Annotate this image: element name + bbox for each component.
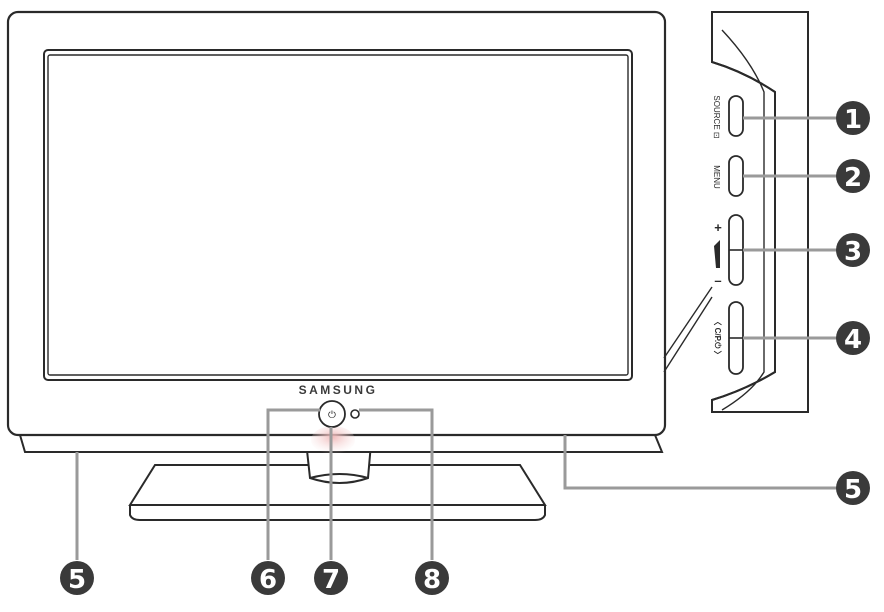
power-glow	[311, 426, 355, 454]
source-button[interactable]	[728, 95, 744, 137]
svg-text:3: 3	[844, 237, 862, 267]
channel-label: 〈 C/P.⏻ 〉	[713, 317, 723, 358]
callout-5-right: 5	[836, 471, 870, 505]
side-panel	[711, 11, 809, 413]
svg-text:8: 8	[423, 565, 441, 595]
callout-8: 8	[415, 561, 449, 595]
callout-1: 1	[836, 101, 870, 135]
source-label: SOURCE ⊡	[712, 95, 721, 138]
svg-text:1: 1	[844, 105, 862, 135]
channel-rocker[interactable]	[728, 301, 744, 375]
svg-text:5: 5	[68, 565, 86, 595]
svg-text:5: 5	[844, 475, 862, 505]
leader-lines	[75, 116, 840, 560]
svg-text:2: 2	[844, 163, 862, 193]
menu-label: MENU	[712, 165, 721, 189]
callout-2: 2	[836, 159, 870, 193]
volume-minus-label: –	[714, 273, 721, 288]
volume-plus-label: +	[714, 220, 722, 235]
callout-3: 3	[836, 233, 870, 267]
tv-screen	[47, 54, 629, 376]
power-indicator-led	[350, 409, 360, 419]
svg-text:6: 6	[259, 565, 277, 595]
menu-button[interactable]	[728, 155, 744, 197]
power-button[interactable]: ⏻	[318, 400, 346, 428]
callout-4: 4	[836, 321, 870, 355]
callout-5-left: 5	[60, 561, 94, 595]
power-icon: ⏻	[328, 410, 336, 421]
volume-rocker[interactable]	[728, 214, 744, 286]
callout-6: 6	[251, 561, 285, 595]
zoom-guide-lines	[663, 286, 713, 373]
svg-text:4: 4	[844, 325, 862, 355]
brand-logo: SAMSUNG	[299, 383, 378, 397]
volume-wedge-icon	[714, 240, 720, 268]
callout-7: 7	[314, 561, 348, 595]
svg-text:7: 7	[322, 565, 340, 595]
tv-bezel	[6, 10, 667, 437]
